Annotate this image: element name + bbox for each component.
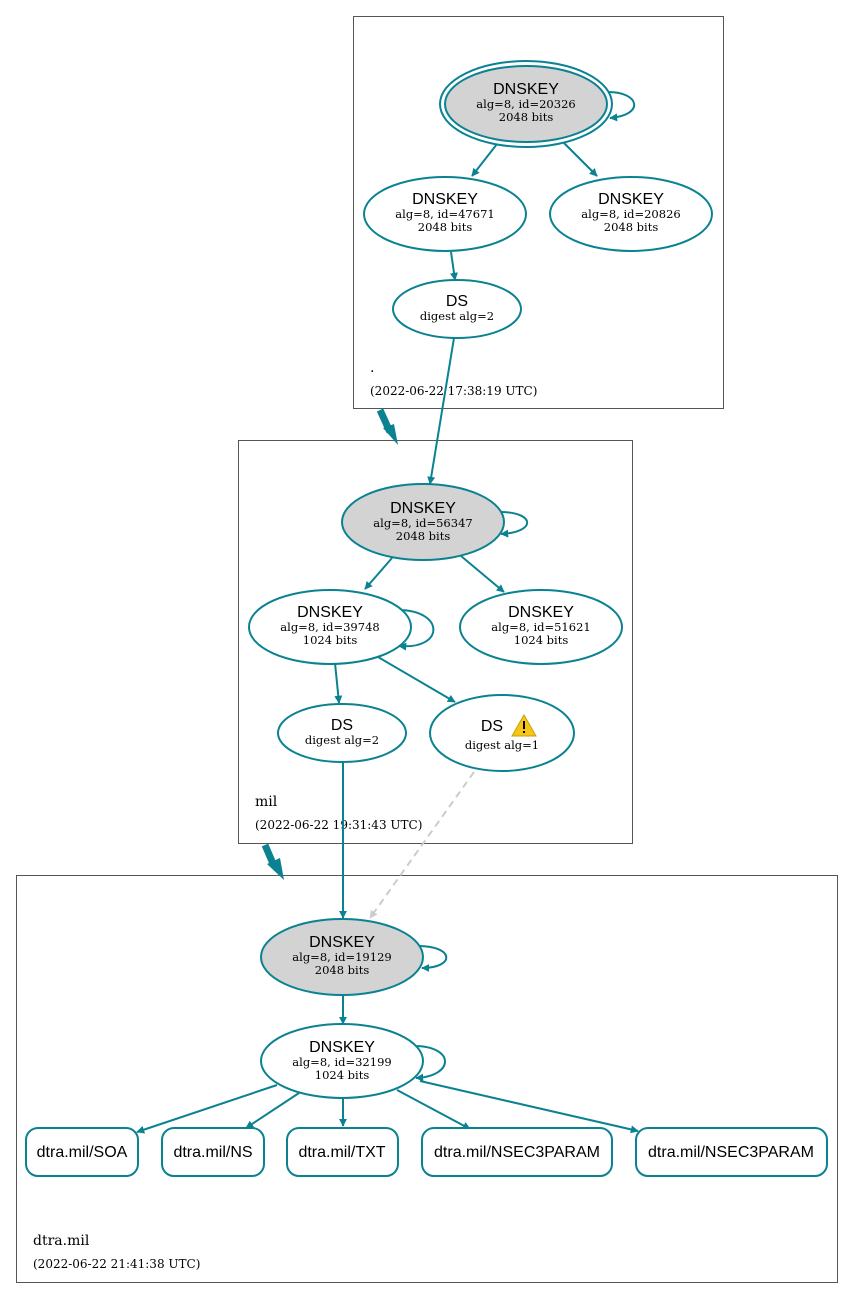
edge-dtra-ksk-self xyxy=(417,945,448,972)
edge-mil-ksk-self xyxy=(499,511,529,538)
node-mil-ds1-title: DS xyxy=(481,718,503,735)
node-mil-zsk2-title: DNSKEY xyxy=(508,604,574,621)
edge-mil-zsk1-ds1 xyxy=(377,656,456,703)
rrset-ns: dtra.mil/NS xyxy=(161,1127,265,1177)
node-mil-ksk-title: DNSKEY xyxy=(390,500,456,517)
rrset-txt-label: dtra.mil/TXT xyxy=(298,1144,385,1161)
node-dtra-ksk-title: DNSKEY xyxy=(309,934,375,951)
node-dtra-zsk-bits: 1024 bits xyxy=(315,1068,370,1082)
node-root-ksk-title: DNSKEY xyxy=(493,81,559,98)
zone-mil-timestamp: (2022-06-22 19:31:43 UTC) xyxy=(255,818,422,832)
node-root-zsk2: DNSKEY alg=8, id=20826 2048 bits xyxy=(549,176,713,252)
delegation-mil-dtra-head xyxy=(267,858,284,880)
edge-mil-ksk-zsk2 xyxy=(460,555,505,593)
node-mil-ksk-alg: alg=8, id=56347 xyxy=(373,516,472,530)
node-mil-ds2-title: DS xyxy=(331,717,353,734)
node-root-zsk1-bits: 2048 bits xyxy=(418,220,473,234)
node-root-ds-title: DS xyxy=(446,293,468,310)
edge-mil-ksk-zsk1 xyxy=(364,557,393,590)
zone-mil-name: mil xyxy=(255,794,278,810)
node-root-zsk1-title: DNSKEY xyxy=(412,191,478,208)
zone-dtra-timestamp: (2022-06-22 21:41:38 UTC) xyxy=(33,1257,200,1271)
zone-mil: mil (2022-06-22 19:31:43 UTC) xyxy=(238,440,633,844)
node-root-zsk2-alg: alg=8, id=20826 xyxy=(581,207,680,221)
rrset-ns-label: dtra.mil/NS xyxy=(173,1144,252,1161)
zone-root: . (2022-06-22 17:38:19 UTC) xyxy=(353,16,724,409)
rrset-nsec3param-2: dtra.mil/NSEC3PARAM xyxy=(635,1127,828,1177)
edge-mil-zsk1-self xyxy=(397,609,435,651)
edge-dtra-zsk-nsec3param1 xyxy=(396,1089,471,1130)
node-root-zsk1: DNSKEY alg=8, id=47671 2048 bits xyxy=(363,176,527,252)
edge-dtra-zsk-self xyxy=(413,1045,446,1082)
zone-dtra: dtra.mil (2022-06-22 21:41:38 UTC) xyxy=(16,875,838,1283)
node-root-ksk-bits: 2048 bits xyxy=(499,110,554,124)
node-mil-zsk1-title: DNSKEY xyxy=(297,604,363,621)
node-mil-zsk1-bits: 1024 bits xyxy=(303,633,358,647)
node-root-zsk2-bits: 2048 bits xyxy=(604,220,659,234)
rrset-soa-label: dtra.mil/SOA xyxy=(37,1144,128,1161)
edge-mil-ds1-dtra-ksk xyxy=(369,771,475,919)
edge-dtra-zsk-soa xyxy=(136,1084,278,1134)
edge-dtra-zsk-ns xyxy=(245,1092,300,1129)
edge-root-zsk1-ds xyxy=(450,251,458,281)
node-dtra-ksk: DNSKEY alg=8, id=19129 2048 bits xyxy=(260,918,424,996)
rrset-txt: dtra.mil/TXT xyxy=(286,1127,399,1177)
node-root-zsk2-title: DNSKEY xyxy=(598,191,664,208)
rrset-soa: dtra.mil/SOA xyxy=(25,1127,139,1177)
node-dtra-zsk: DNSKEY alg=8, id=32199 1024 bits xyxy=(260,1023,424,1099)
node-root-ksk: DNSKEY alg=8, id=20326 2048 bits xyxy=(439,60,613,148)
node-mil-ksk: DNSKEY alg=8, id=56347 2048 bits xyxy=(341,483,505,561)
delegation-root-mil-head xyxy=(383,424,398,445)
node-mil-ds1-digest: digest alg=1 xyxy=(465,738,539,752)
edges xyxy=(136,91,639,1134)
node-dtra-zsk-title: DNSKEY xyxy=(309,1039,375,1056)
node-root-ds: DS digest alg=2 xyxy=(392,279,522,339)
node-dtra-zsk-alg: alg=8, id=32199 xyxy=(292,1055,391,1069)
edge-mil-zsk1-ds2 xyxy=(334,662,343,704)
edge-root-ds-mil-ksk xyxy=(427,337,455,485)
node-mil-zsk2-alg: alg=8, id=51621 xyxy=(491,620,590,634)
edge-root-ksk-self xyxy=(607,91,636,122)
node-mil-ksk-bits: 2048 bits xyxy=(396,529,451,543)
node-mil-zsk2: DNSKEY alg=8, id=51621 1024 bits xyxy=(459,589,623,665)
warning-icon xyxy=(511,713,537,737)
edge-root-ksk-zsk1 xyxy=(471,143,498,177)
zone-dtra-name: dtra.mil xyxy=(33,1233,90,1249)
node-root-ksk-alg: alg=8, id=20326 xyxy=(476,97,575,111)
zone-root-timestamp: (2022-06-22 17:38:19 UTC) xyxy=(370,384,537,398)
rrset-nsec3param-1-label: dtra.mil/NSEC3PARAM xyxy=(434,1144,600,1161)
node-mil-zsk2-bits: 1024 bits xyxy=(514,633,569,647)
zone-root-name: . xyxy=(370,360,374,376)
edge-root-ksk-zsk2 xyxy=(563,142,598,177)
rrset-nsec3param-1: dtra.mil/NSEC3PARAM xyxy=(421,1127,613,1177)
node-root-ds-digest: digest alg=2 xyxy=(420,309,494,323)
node-dtra-ksk-alg: alg=8, id=19129 xyxy=(292,950,391,964)
node-mil-zsk1: DNSKEY alg=8, id=39748 1024 bits xyxy=(248,589,412,665)
node-mil-ds2-digest: digest alg=2 xyxy=(305,733,379,747)
node-mil-zsk1-alg: alg=8, id=39748 xyxy=(280,620,379,634)
delegation-arrows xyxy=(261,408,398,880)
node-root-zsk1-alg: alg=8, id=47671 xyxy=(395,207,494,221)
node-mil-ds1: DS digest alg=1 xyxy=(429,694,575,772)
rrset-nsec3param-2-label: dtra.mil/NSEC3PARAM xyxy=(648,1144,814,1161)
node-mil-ds2: DS digest alg=2 xyxy=(277,703,407,763)
node-dtra-ksk-bits: 2048 bits xyxy=(315,963,370,977)
edge-dtra-zsk-nsec3param2 xyxy=(419,1080,639,1134)
